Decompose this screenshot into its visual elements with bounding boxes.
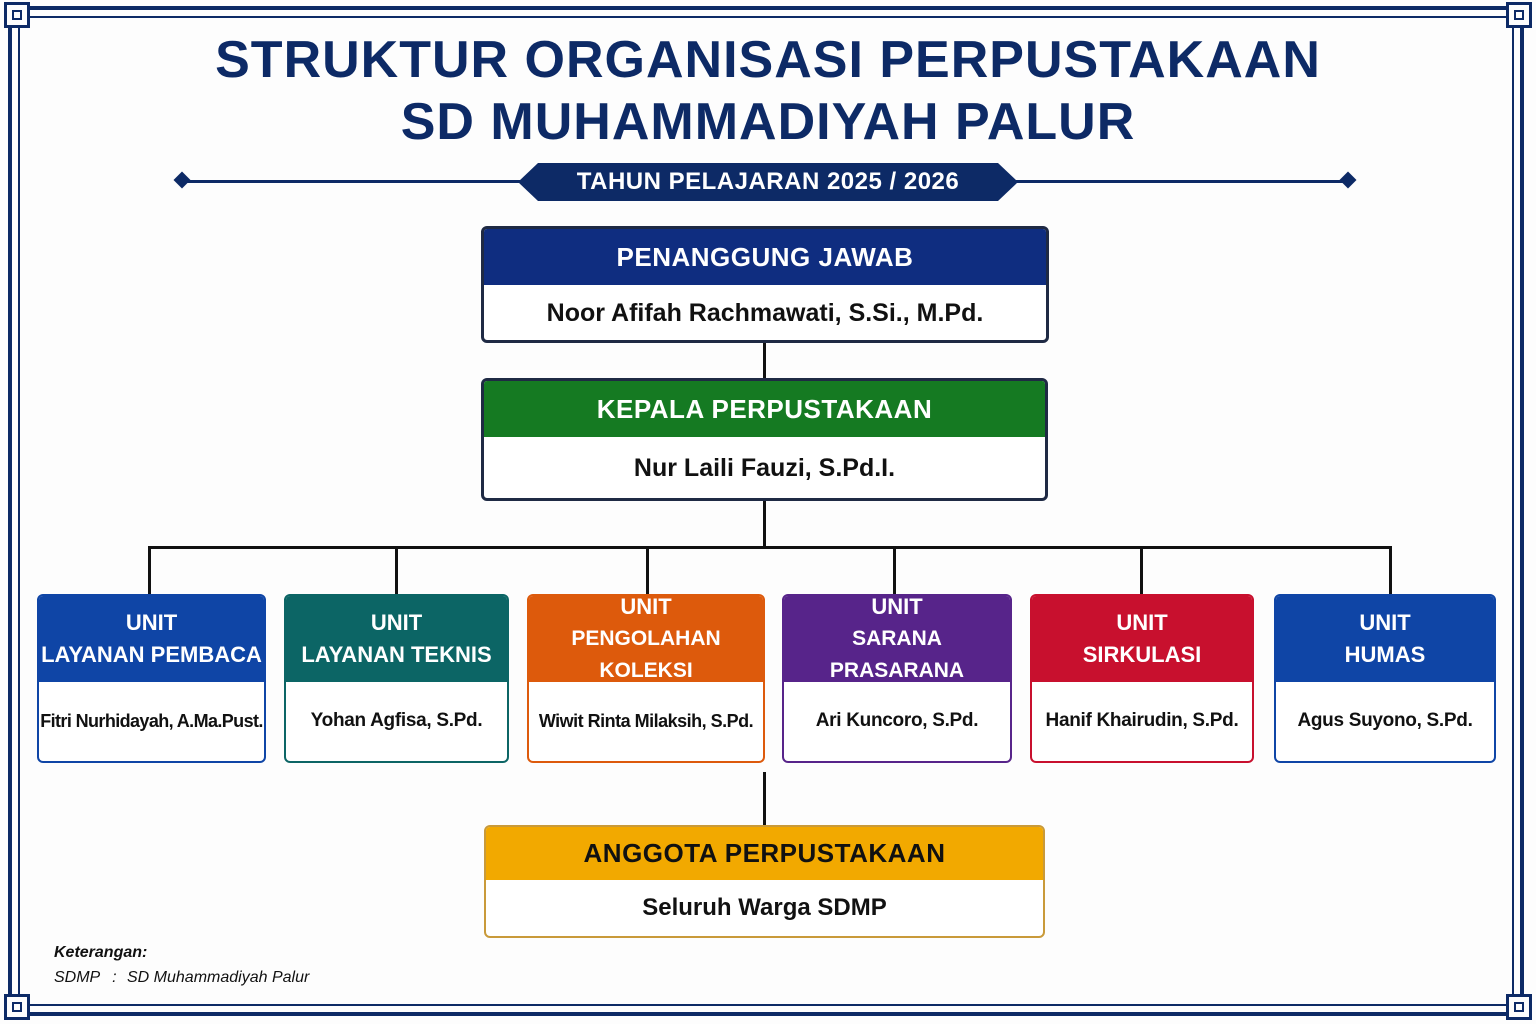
connector-kepala-down [763, 498, 766, 548]
unit-layanan-teknis-name: Yohan Agfisa, S.Pd. [310, 710, 483, 731]
connector-unit-5 [1140, 546, 1143, 596]
connector-unit-4 [893, 546, 896, 596]
unit-pengolahan-koleksi-line1: UNIT [620, 594, 672, 619]
unit-sarana-prasarana-header: UNIT SARANA PRASARANA [784, 596, 1010, 682]
unit-layanan-pembaca-name: Fitri Nurhidayah, A.Ma.Pust. [40, 710, 263, 731]
unit-humas-header: UNIT HUMAS [1276, 596, 1494, 682]
connector-unit-1 [148, 546, 151, 596]
corner-ornament-bottom-left [4, 994, 30, 1020]
note-abbr: SDMP [54, 969, 100, 986]
anggota-perpustakaan-role: ANGGOTA PERPUSTAKAAN [486, 827, 1043, 880]
kepala-perpustakaan-name: Nur Laili Fauzi, S.Pd.I. [633, 453, 896, 482]
unit-sarana-prasarana-line1: UNIT [871, 594, 923, 619]
corner-ornament-top-right [1506, 2, 1532, 28]
unit-pengolahan-koleksi-name: Wiwit Rinta Milaksih, S.Pd. [538, 710, 754, 731]
unit-layanan-pembaca-box: UNIT LAYANAN PEMBACA Fitri Nurhidayah, A… [37, 594, 266, 763]
unit-pengolahan-koleksi-line2: PENGOLAHAN KOLEKSI [571, 627, 721, 682]
anggota-perpustakaan-name: Seluruh Warga SDMP [642, 894, 887, 921]
unit-sirkulasi-line1: UNIT [1116, 610, 1168, 635]
unit-sirkulasi-box: UNIT SIRKULASI Hanif Khairudin, S.Pd. [1030, 594, 1254, 763]
unit-layanan-pembaca-line2: LAYANAN PEMBACA [41, 642, 262, 667]
note-heading: Keterangan: [54, 944, 148, 961]
unit-pengolahan-koleksi-header: UNIT PENGOLAHAN KOLEKSI [529, 596, 763, 682]
unit-sarana-prasarana-line2: SARANA PRASARANA [829, 627, 965, 682]
penanggung-jawab-name: Noor Afifah Rachmawati, S.Si., M.Pd. [546, 298, 984, 327]
unit-sirkulasi-header: UNIT SIRKULASI [1032, 596, 1252, 682]
connector-unit-2 [395, 546, 398, 596]
note-separator: : [112, 969, 117, 986]
unit-sirkulasi-line2: SIRKULASI [1082, 642, 1202, 667]
inner-frame [18, 16, 1514, 1006]
unit-layanan-teknis-header: UNIT LAYANAN TEKNIS [286, 596, 507, 682]
title-line-1: STRUKTUR ORGANISASI PERPUSTAKAAN [215, 31, 1321, 89]
unit-sirkulasi-name: Hanif Khairudin, S.Pd. [1045, 710, 1239, 731]
unit-layanan-teknis-line1: UNIT [370, 610, 423, 635]
penanggung-jawab-box: PENANGGUNG JAWAB Noor Afifah Rachmawati,… [481, 226, 1049, 343]
unit-humas-box: UNIT HUMAS Agus Suyono, S.Pd. [1274, 594, 1496, 763]
note-meaning: SD Muhammadiyah Palur [127, 969, 310, 986]
unit-sarana-prasarana-name: Ari Kuncoro, S.Pd. [815, 710, 979, 731]
connector-anggota [763, 772, 766, 826]
unit-pengolahan-koleksi-box: UNIT PENGOLAHAN KOLEKSI Wiwit Rinta Mila… [527, 594, 765, 763]
anggota-perpustakaan-box: ANGGOTA PERPUSTAKAAN Seluruh Warga SDMP [484, 825, 1045, 938]
unit-humas-line1: UNIT [1359, 610, 1411, 635]
year-banner: TAHUN PELAJARAN 2025 / 2026 [518, 163, 1018, 201]
kepala-perpustakaan-role: KEPALA PERPUSTAKAAN [484, 381, 1045, 437]
unit-humas-line2: HUMAS [1344, 642, 1426, 667]
unit-sarana-prasarana-box: UNIT SARANA PRASARANA Ari Kuncoro, S.Pd. [782, 594, 1012, 763]
unit-layanan-pembaca-header: UNIT LAYANAN PEMBACA [39, 596, 264, 682]
connector-unit-6 [1389, 546, 1392, 596]
connector-unit-3 [646, 546, 649, 596]
note-definition: SDMP : SD Muhammadiyah Palur [54, 969, 309, 987]
unit-layanan-teknis-box: UNIT LAYANAN TEKNIS Yohan Agfisa, S.Pd. [284, 594, 509, 763]
penanggung-jawab-role: PENANGGUNG JAWAB [484, 229, 1046, 285]
corner-ornament-bottom-right [1506, 994, 1532, 1020]
connector-horizontal [148, 546, 1392, 549]
kepala-perpustakaan-box: KEPALA PERPUSTAKAAN Nur Laili Fauzi, S.P… [481, 378, 1048, 501]
corner-ornament-top-left [4, 2, 30, 28]
unit-humas-name: Agus Suyono, S.Pd. [1297, 710, 1473, 731]
outer-frame [8, 6, 1524, 1016]
unit-layanan-pembaca-line1: UNIT [125, 610, 178, 635]
connector-pj-kepala [763, 340, 766, 380]
unit-layanan-teknis-line2: LAYANAN TEKNIS [301, 642, 492, 667]
title-line-2: SD MUHAMMADIYAH PALUR [400, 93, 1136, 151]
